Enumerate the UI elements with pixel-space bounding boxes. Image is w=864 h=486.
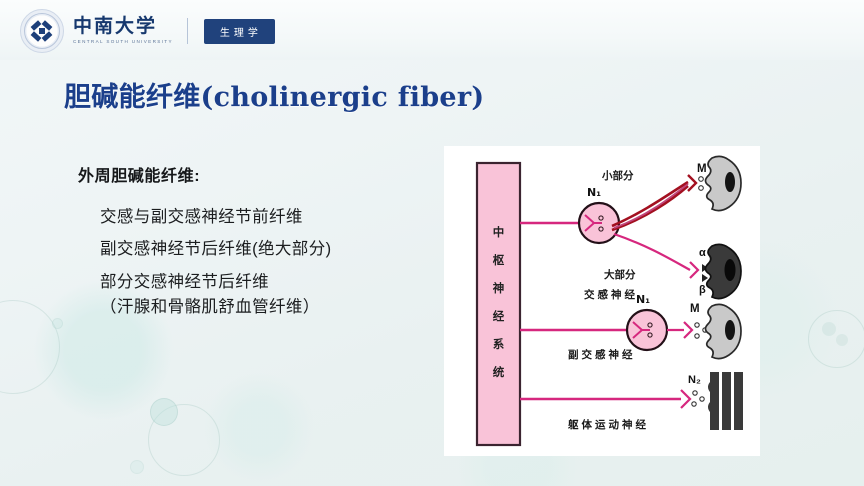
receptor-label-alpha: α — [699, 247, 706, 259]
decorative-dot — [52, 318, 63, 329]
neurotransmitter-dot — [692, 390, 698, 396]
neurotransmitter-dot — [698, 185, 704, 191]
cell-nucleus — [724, 259, 736, 281]
list-item: 交感与副交感神经节前纤维 — [100, 208, 303, 226]
cns-label-char: 系 — [493, 337, 505, 351]
sympathetic-minor-branch — [611, 185, 689, 232]
university-name-en: CENTRAL SOUTH UNIVERSITY — [73, 39, 173, 45]
cns-label-char: 中 — [493, 225, 505, 239]
decorative-circle — [148, 404, 220, 476]
sympathetic-nerve-label: 交感神经 — [584, 288, 638, 301]
sympathetic-major-terminal — [689, 261, 700, 279]
cns-label: 中 枢 神 经 系 统 — [493, 225, 505, 379]
page-title: 胆碱能纤维(cholinergic fiber) — [64, 82, 485, 113]
cns-label-char: 神 — [493, 281, 505, 295]
skeletal-muscle-fibers — [708, 362, 743, 430]
neurotransmitter-dot — [698, 176, 704, 182]
effector-cell-dark — [704, 243, 742, 300]
diagram-svg: 中 枢 神 经 系 统 N₁ 小部分 M — [475, 155, 743, 447]
somatic-motor-terminal — [680, 389, 692, 409]
cns-box — [475, 161, 522, 447]
sympathetic-minor-terminal — [687, 174, 698, 192]
parasympathetic-nerve-label: 副交感神经 — [568, 348, 636, 361]
receptor-label-m-sympathetic: M — [697, 163, 707, 175]
sympathetic-minor-label: 小部分 — [601, 169, 634, 182]
university-name-cn: 中南大学 — [73, 15, 158, 38]
sympathetic-major-label: 大部分 — [604, 268, 636, 281]
sympathetic-ganglion-receptor-label: N₁ — [587, 186, 601, 199]
slide-header: 中南大学 CENTRAL SOUTH UNIVERSITY 生理学 — [0, 0, 864, 60]
receptor-label-n2: N₂ — [688, 374, 701, 386]
cell-nucleus — [725, 320, 735, 340]
neurotransmitter-dot — [694, 322, 700, 328]
parasympathetic-ganglion-receptor-label: N₁ — [636, 293, 650, 306]
sympathetic-ganglion-synapse-icon — [584, 214, 602, 232]
bullet-list: 交感与副交感神经节前纤维 副交感神经节后纤维(绝大部分) 部分交感神经节后纤维 … — [100, 208, 332, 318]
receptor-label-beta: β — [699, 284, 706, 296]
receptor-marker — [702, 274, 708, 282]
sympathetic-minor-branch — [611, 180, 689, 228]
course-badge: 生理学 — [203, 18, 275, 44]
list-item: 副交感神经节后纤维(绝大部分) — [100, 240, 332, 259]
sympathetic-minor-branch — [613, 183, 689, 229]
cns-label-char: 经 — [493, 309, 505, 323]
section-heading: 外周胆碱能纤维: — [78, 168, 201, 185]
decorative-dot — [130, 460, 144, 474]
neurotransmitter-dot — [694, 333, 700, 339]
neurotransmitter-dot — [691, 401, 697, 407]
decorative-dot — [150, 398, 178, 426]
cell-nucleus — [725, 172, 735, 192]
list-item: （汗腺和骨骼肌舒血管纤维） — [100, 298, 320, 317]
vesicle-dot — [598, 215, 604, 221]
vesicle-dot — [598, 226, 604, 232]
header-divider — [186, 18, 188, 44]
nervous-system-diagram: 中 枢 神 经 系 统 N₁ 小部分 M — [444, 146, 760, 456]
university-branding: 中南大学 CENTRAL SOUTH UNIVERSITY 生理学 — [20, 9, 275, 53]
university-name: 中南大学 CENTRAL SOUTH UNIVERSITY — [73, 17, 173, 45]
university-seal-icon — [20, 9, 64, 53]
decorative-circle — [0, 300, 60, 394]
effector-cell-light — [704, 303, 742, 360]
neurotransmitter-dot — [699, 396, 705, 402]
decorative-petal — [836, 334, 848, 346]
cns-label-char: 枢 — [493, 253, 505, 267]
list-item: 部分交感神经节后纤维 — [100, 272, 269, 291]
vesicle-dot — [647, 332, 653, 338]
decorative-petal — [822, 322, 836, 336]
receptor-label-m-parasympathetic: M — [690, 303, 700, 315]
parasympathetic-ganglion-synapse-icon — [632, 321, 650, 339]
sympathetic-major-branch — [613, 232, 691, 271]
cns-label-char: 统 — [493, 365, 505, 379]
somatic-motor-nerve-label: 躯体运动神经 — [567, 418, 649, 431]
effector-cell-light — [704, 155, 742, 212]
vesicle-dot — [647, 322, 653, 328]
parasympathetic-terminal — [683, 321, 694, 339]
